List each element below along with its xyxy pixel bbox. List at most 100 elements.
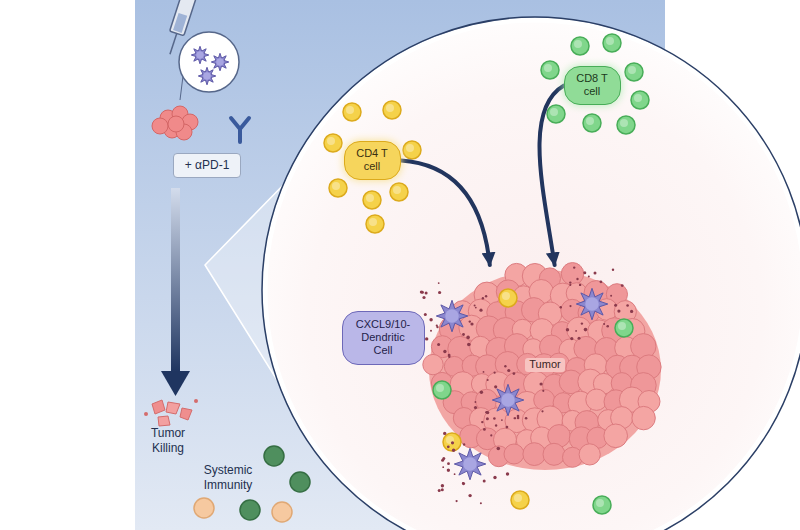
chemokine-dot [430,330,432,332]
recruitment-arrow [401,161,490,266]
cd4-cell [499,289,517,307]
cd8-cell-shine [620,119,628,127]
dendritic-cell [211,53,229,71]
zoom-circle-outline [262,17,800,530]
tumor-cell [152,118,168,134]
chemokine-dot [569,284,571,286]
cd8-cell-shine [628,66,636,74]
chemokine-dot [566,328,569,331]
chemokine-dot [588,276,590,278]
cd8-cell-shine [596,499,604,507]
cd8-cell [547,105,565,123]
chemokine-dot [438,291,441,294]
drug-box: + αPD-1 [173,153,241,178]
cd8-cell [571,37,589,55]
chemokine-dot [470,322,473,325]
chemokine-dot [447,462,450,465]
chemokine-dot [606,325,609,328]
cd4-cell [511,491,529,509]
tumor-fragment [152,400,165,414]
chemokine-dot [612,269,614,271]
chemokine-dot [493,476,496,479]
chemokine-dot [451,441,454,444]
debris-dot [144,412,148,416]
chemokine-dot [579,284,581,286]
dendritic-cell [492,384,524,416]
tumor-cell [604,424,628,448]
chemokine-dot [447,445,450,448]
memory-cell [194,498,214,518]
caption-label: Tumor Killing [136,426,200,456]
cd8-cell [617,116,635,134]
chemokine-dot [584,328,588,332]
tumor-fragment [180,408,192,420]
chemokine-dot [441,484,444,487]
cd8-cell-shine [550,108,558,116]
chemokine-dot [576,278,578,280]
syringe-fluid [173,13,187,33]
chemokine-dot [578,337,581,340]
dendritic-nucleus [585,297,599,311]
chemokine-dot [462,333,465,336]
chemokine-dot [506,426,509,429]
cd4-cell-shine [346,106,354,114]
tumor-cell [423,354,443,374]
chemokine-dot [525,417,528,420]
cd8-cell [631,91,649,109]
chemokine-dot [474,304,476,306]
chemokine-dot [581,322,583,324]
chemokine-dot [630,310,633,313]
chemokine-dot [583,271,586,274]
chemokine-dot [614,304,617,307]
cd8-cell-shine [436,384,444,392]
chemokine-dot [594,271,597,274]
tumor-cell [168,116,184,132]
chemokine-dot [494,372,496,374]
cd4-cell [363,191,381,209]
chemokine-dot [443,350,446,353]
chemokine-dot [504,365,506,367]
chemokine-dot [448,356,450,358]
chemokine-dot [475,307,477,309]
chemokine-dot [506,472,509,475]
syringe-barrel [170,0,197,36]
chemokine-dot [514,417,516,419]
chemokine-dot [507,369,510,372]
chemokine-dot [482,297,484,299]
chemokine-dot [569,305,571,307]
cd4-cell [403,141,421,159]
cd4-cell-shine [393,186,401,194]
chemokine-dot [442,457,445,460]
antibody-symbol [231,118,249,142]
chemokine-dot [468,494,471,497]
chemokine-dot [541,410,543,412]
dendritic-cell [576,288,608,320]
cd4-cell [343,103,361,121]
chemokine-dot [424,313,427,316]
chemokine-dot [438,489,441,492]
progress-arrowhead [161,371,190,396]
chemokine-dot [626,304,629,307]
debris-dot [194,399,198,403]
tumor-cell [523,443,546,466]
dendritic-cell [436,300,468,332]
generated-cells [152,34,661,514]
memory-cell [264,446,284,466]
syringe-needle [170,33,177,54]
chemokine-dot [422,296,425,299]
node-text: CD8 T cell [573,72,611,98]
cd8-cell-shine [618,322,626,330]
memory-cell [272,502,292,522]
chemokine-dot [456,500,458,502]
cd4-cell-shine [327,137,335,145]
chemokine-dot [569,281,571,283]
cd8-cell-shine [574,40,582,48]
node-text: CD4 T cell [353,147,391,173]
chemokine-dot [575,330,577,332]
cd8-cell [541,61,559,79]
chemokine-dot [490,434,492,436]
node-text: + αPD-1 [184,158,230,172]
tumor-cell [579,444,600,465]
